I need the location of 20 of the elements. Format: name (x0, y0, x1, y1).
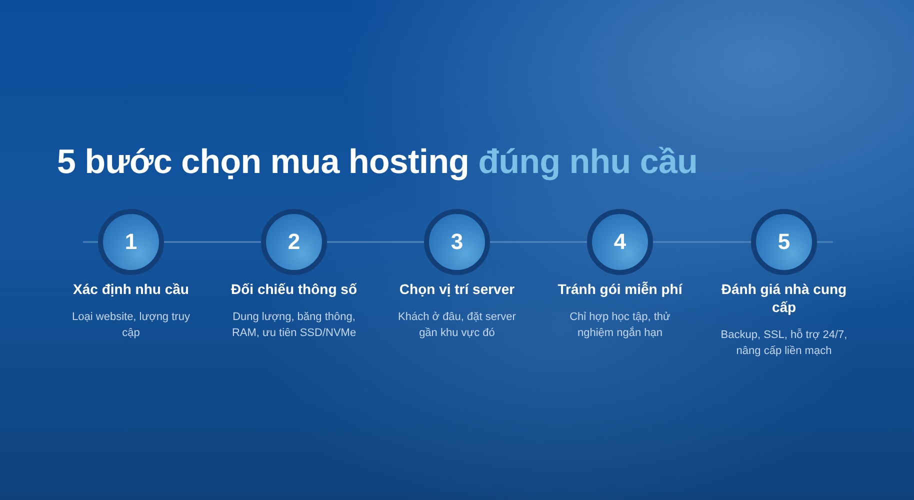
connector-line (653, 241, 751, 243)
step-description: Chỉ hợp học tập, thử nghiệm ngắn hạn (568, 310, 672, 341)
step-description: Backup, SSL, hỗ trợ 24/7, nâng cấp liền mạch (720, 328, 848, 359)
connector-line (490, 241, 587, 243)
step-number: 1 (124, 231, 138, 253)
step-number: 3 (450, 231, 464, 253)
step-title: Tránh gói miễn phí (556, 280, 684, 298)
step-number: 4 (614, 231, 626, 253)
step-description: Khách ở đâu, đặt server gần khu vực đó (397, 310, 517, 341)
step-title: Chọn vị trí server (398, 280, 516, 298)
connector-line (164, 241, 261, 243)
step-number: 5 (778, 231, 790, 253)
step-description: Loại website, lượng truy cập (71, 310, 191, 341)
step-description: Dung lượng, băng thông, RAM, ưu tiên SSD/NVMe (230, 310, 358, 341)
title: 5 bước chọn mua hosting đúng nhu cầu (57, 143, 698, 182)
step-title: Đánh giá nhà cung cấp (720, 280, 848, 316)
step-title: Đối chiếu thông số (230, 280, 358, 298)
step-title: Xác định nhu cầu (72, 280, 190, 298)
connector-line (327, 241, 424, 243)
step-number: 2 (288, 231, 300, 253)
